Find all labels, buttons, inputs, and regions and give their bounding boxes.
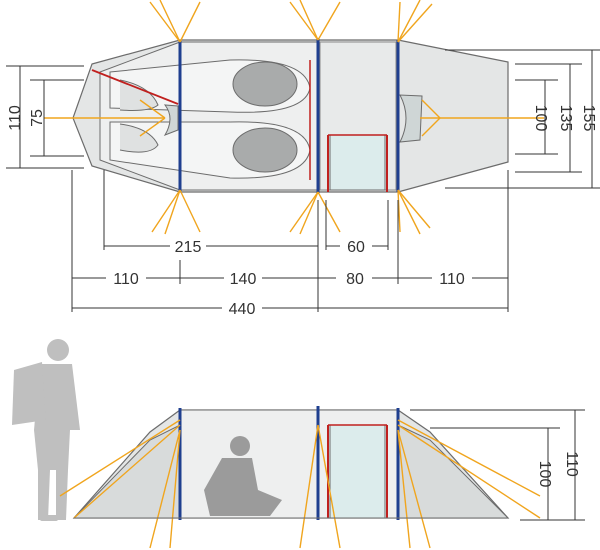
dim-label-segment-1: 110 [113,271,139,288]
dim-horizontal: 215 60 110 140 80 110 440 [71,170,509,318]
side-door-panel [329,424,386,519]
rear-vent [399,94,423,143]
top-view: 110 75 100 135 155 [6,0,600,318]
sleeping-mats [109,59,311,179]
pillow-bottom [232,127,298,173]
guy-lines-side [59,419,541,549]
dim-label-segment-3: 80 [346,271,364,288]
dim-left-vertical: 110 75 [6,65,84,169]
dim-label-length-total: 440 [229,301,256,318]
dim-label-segment-4: 110 [439,271,465,288]
pillow-top [232,61,298,107]
person-silhouette-sitting [204,436,282,516]
tent-side-rear-flap [397,424,510,519]
dim-side-vertical: 100 110 [410,409,585,521]
dim-label-height-outer-left: 110 [7,105,24,131]
dim-label-length-sleeping: 215 [175,239,202,256]
dim-label-segment-2: 140 [230,271,257,288]
front-vent [163,104,179,136]
pole-red-1 [91,69,179,105]
door-panel [329,134,386,191]
dim-right-vertical: 100 135 155 [445,49,600,189]
dim-label-height-mid-right: 135 [557,105,574,132]
dim-label-height-inner-left: 75 [29,109,46,127]
side-view: 100 110 [12,339,585,549]
dim-label-height-inner-right: 100 [532,105,549,132]
dim-label-length-door: 60 [347,239,365,256]
dim-label-height-outer-right: 155 [580,105,597,132]
guy-lines-top [44,0,544,235]
foot-end-top [119,79,159,111]
dim-label-side-height-outer: 110 [563,451,580,477]
person-silhouette-standing [12,339,80,521]
dim-label-side-height-inner: 100 [536,461,553,488]
foot-end-bottom [119,123,159,153]
